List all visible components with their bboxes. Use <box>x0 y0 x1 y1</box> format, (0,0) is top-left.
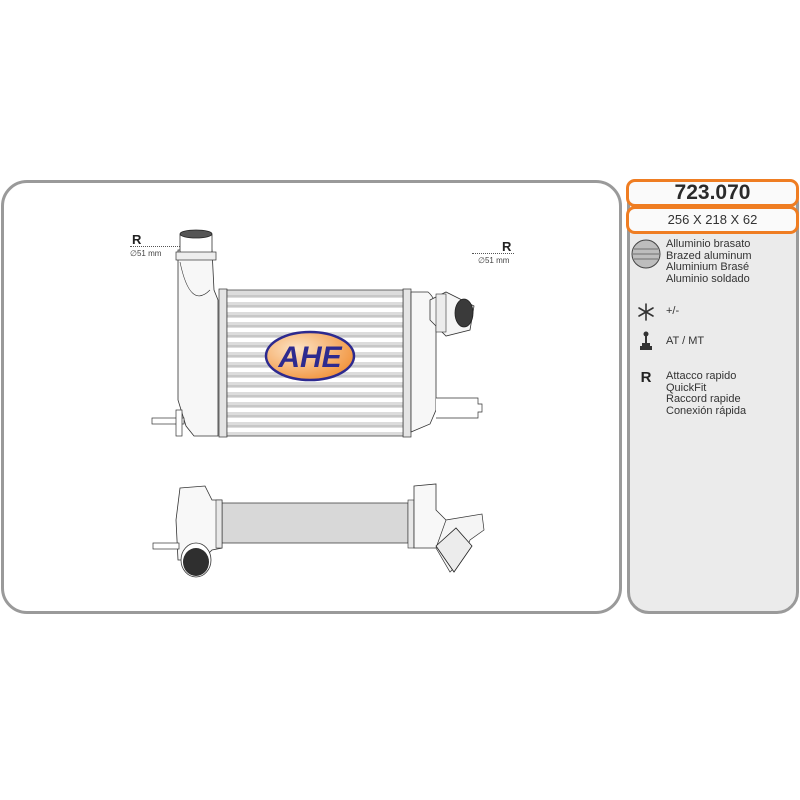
callout-leader-line <box>472 253 514 254</box>
ahe-logo: AHE <box>264 330 356 382</box>
svg-text:AHE: AHE <box>277 341 342 374</box>
material-row: Alluminio brasato Brazed aluminum Alumin… <box>631 238 752 285</box>
snowflake-icon <box>638 303 654 321</box>
material-es: Aluminio soldado <box>666 272 750 285</box>
connection-row: R Attacco rapido QuickFit Raccord rapide… <box>632 369 747 417</box>
connection-en: QuickFit <box>666 381 707 394</box>
connection-fr: Raccord rapide <box>666 393 741 405</box>
material-it: Alluminio brasato <box>666 238 751 250</box>
connection-es: Conexión rápida <box>666 404 747 417</box>
product-code: 723.070 <box>626 179 799 207</box>
transmission-row: AT / MT <box>632 331 704 351</box>
diameter-label-right: ∅51 mm <box>478 256 510 265</box>
ac-row: +/- <box>632 303 679 321</box>
gear-shift-icon <box>640 331 652 350</box>
material-fr: Aluminium Brasé <box>666 261 750 273</box>
callout-leader-line <box>130 246 182 247</box>
quickfit-letter-right: R <box>502 239 512 254</box>
diameter-label-left: ∅51 mm <box>130 249 162 258</box>
info-panel <box>627 180 799 614</box>
quickfit-icon: R <box>640 369 652 386</box>
ac-label: +/- <box>666 305 680 317</box>
product-dimensions: 256 X 218 X 62 <box>626 206 799 234</box>
material-en: Brazed aluminum <box>666 249 752 262</box>
transmission-label: AT / MT <box>666 335 705 347</box>
brazed-aluminum-icon <box>631 239 661 269</box>
connection-it: Attacco rapido <box>666 370 737 382</box>
core-fins <box>226 289 404 437</box>
quickfit-letter-left: R <box>132 232 142 247</box>
material-text: Alluminio brasato Brazed aluminum Alumin… <box>666 238 752 285</box>
connection-text: Attacco rapido QuickFit Raccord rapide C… <box>666 370 747 417</box>
